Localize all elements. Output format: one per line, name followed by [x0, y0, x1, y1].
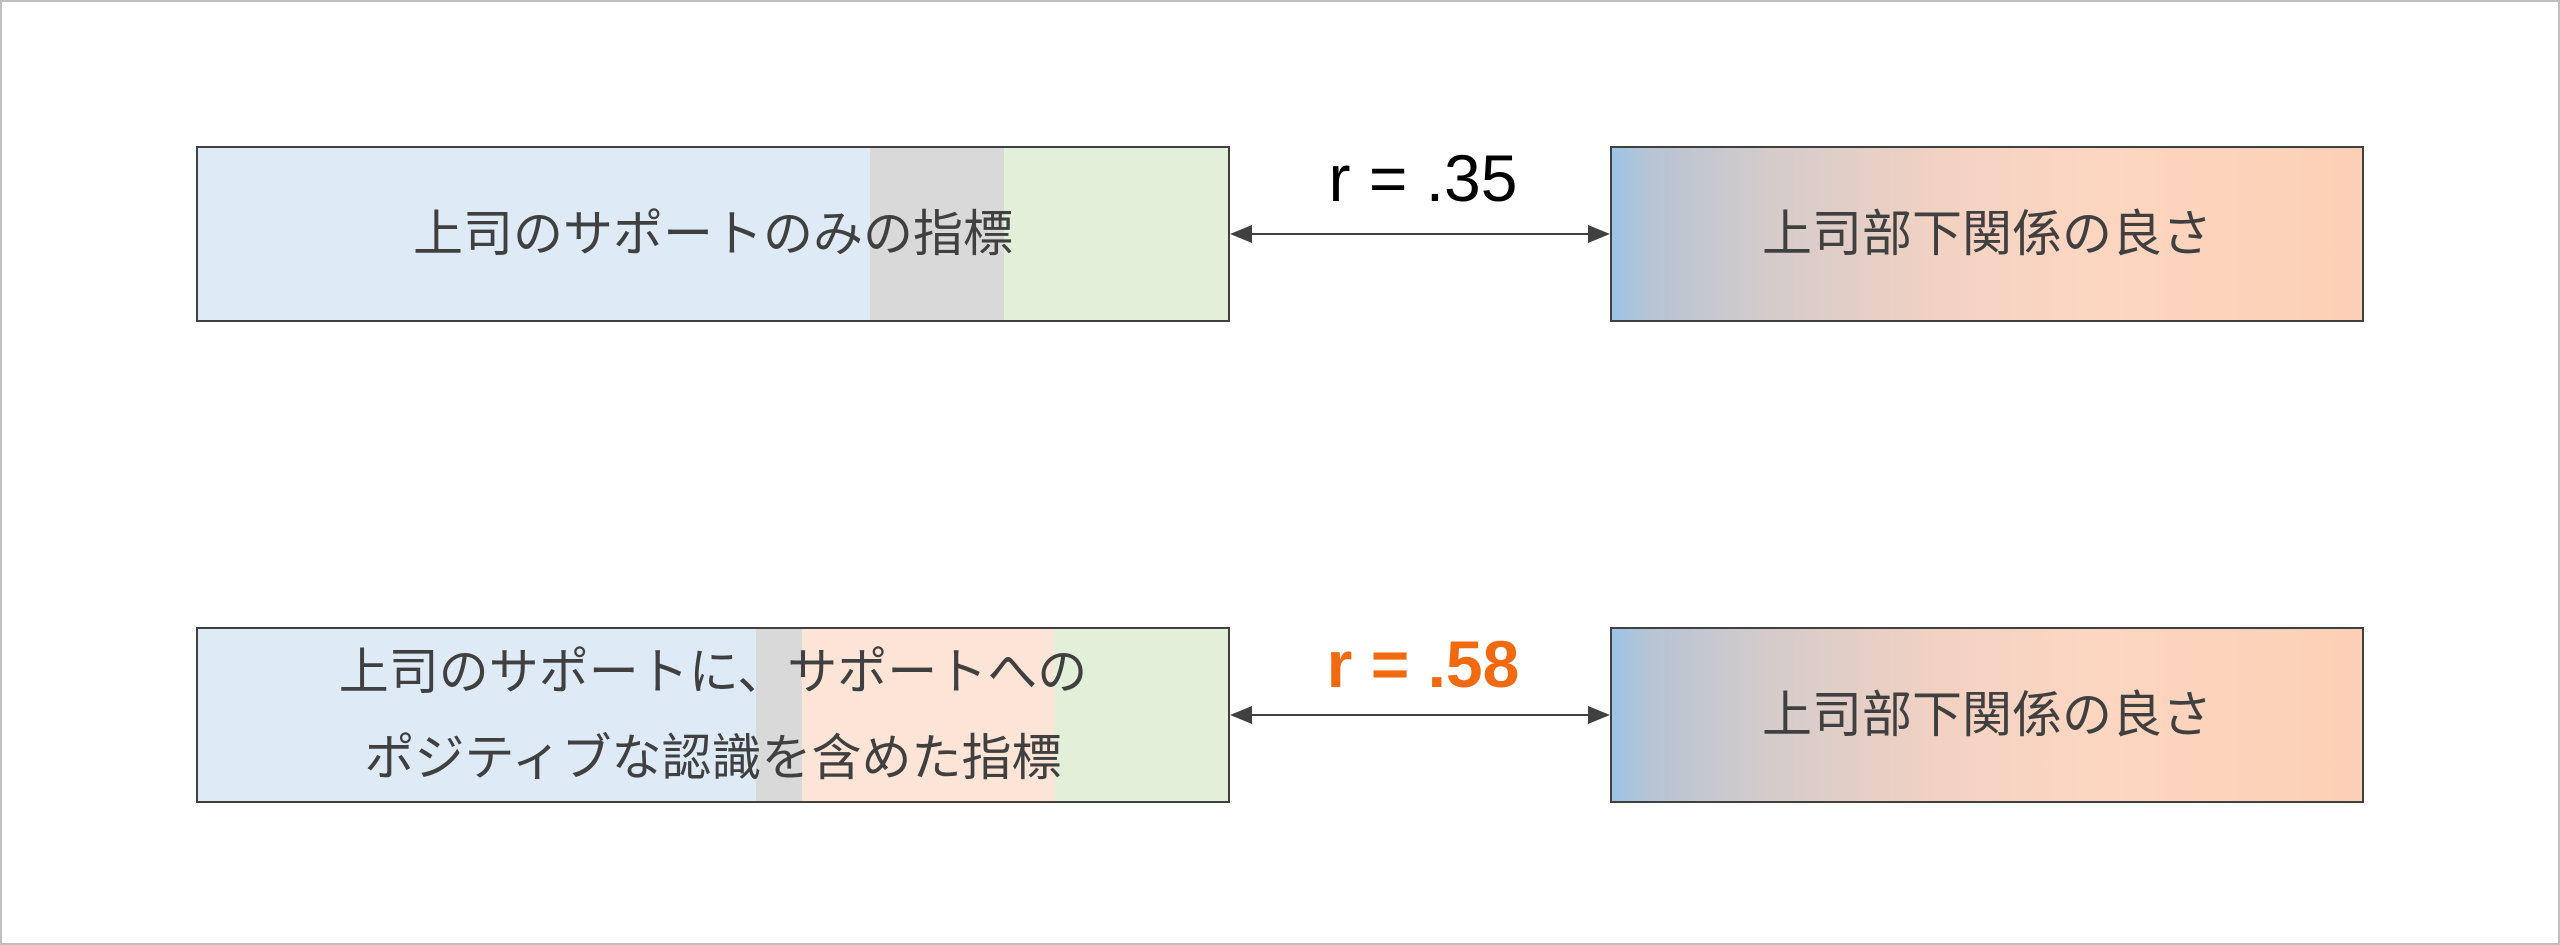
row2-segment-blue — [198, 629, 756, 801]
row1-segment-gray — [870, 148, 1004, 320]
row2-correlation-label: r = .58 — [1326, 627, 1520, 701]
row1-right-box: 上司部下関係の良さ — [1610, 146, 2364, 322]
row1-left-label: 上司のサポートのみの指標 — [413, 205, 1013, 263]
row1-segment-blue — [198, 148, 870, 320]
row1-left-label-wrap: 上司のサポートのみの指標 — [198, 148, 1228, 320]
row2-left-label-line1: 上司のサポートに、サポートへの — [338, 643, 1088, 701]
row2-segment-gray — [756, 629, 802, 801]
row1-right-label-wrap: 上司部下関係の良さ — [1612, 148, 2362, 320]
row2-right-label-wrap: 上司部下関係の良さ — [1612, 629, 2362, 801]
row2-left-label-wrap: 上司のサポートに、サポートへの ポジティブな認識を含めた指標 — [198, 629, 1228, 801]
row1-segment-green — [1004, 148, 1228, 320]
row2-left-label-line2: ポジティブな認識を含めた指標 — [364, 729, 1062, 787]
row1-left-box: 上司のサポートのみの指標 — [196, 146, 1230, 322]
row2-left-box: 上司のサポートに、サポートへの ポジティブな認識を含めた指標 — [196, 627, 1230, 803]
row2-double-arrow — [1230, 706, 1610, 724]
row2-segment-green — [1054, 629, 1228, 801]
row1-correlation-label: r = .35 — [1328, 141, 1518, 215]
row2-segment-peach — [802, 629, 1054, 801]
row2-right-box: 上司部下関係の良さ — [1610, 627, 2364, 803]
row1-right-label: 上司部下関係の良さ — [1762, 205, 2212, 263]
row1-double-arrow — [1230, 225, 1610, 243]
row2-right-label: 上司部下関係の良さ — [1762, 686, 2212, 744]
